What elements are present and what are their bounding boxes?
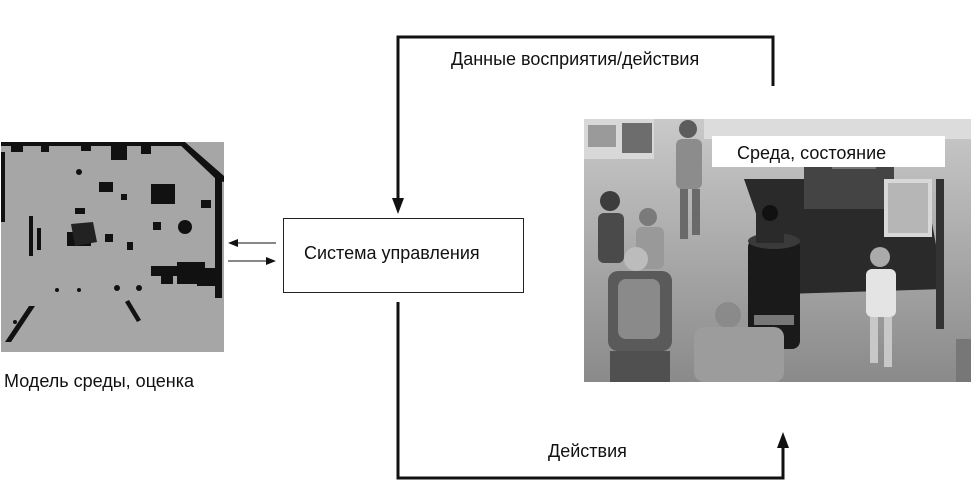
environment-state-label: Среда, состояние [737, 143, 887, 163]
actions-flow-line [396, 302, 785, 480]
perception-flow-arrowhead [392, 198, 404, 214]
actions-flow-arrowhead [777, 432, 789, 448]
control-system-box: Система управления [283, 218, 524, 293]
environment-photo [584, 119, 971, 382]
actions-flow-label: Действия [548, 441, 627, 461]
environment-state-caption: Среда, состояние [712, 136, 945, 167]
estimate-arrowhead [228, 239, 238, 247]
environment-model-map [1, 142, 224, 352]
update-arrowhead [266, 257, 276, 265]
perception-flow-line [396, 35, 775, 204]
environment-model-label: Модель среды, оценка [4, 371, 195, 391]
perception-flow-label: Данные восприятия/действия [451, 49, 700, 69]
control-system-label: Система управления [304, 243, 480, 263]
